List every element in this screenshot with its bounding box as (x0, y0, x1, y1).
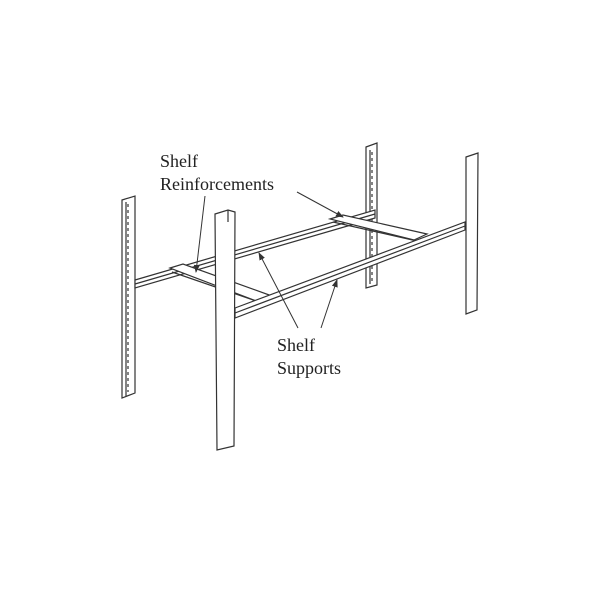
leader-lines (193, 191, 344, 329)
front-left-post (214, 209, 236, 451)
shelf-reinforcements-label-line2: Reinforcements (160, 174, 274, 194)
shelf-supports-label-line2: Supports (277, 358, 342, 378)
back-left-post (121, 195, 136, 399)
front-shelf-support (234, 221, 466, 319)
shelf-reinforcements-label-line1: Shelf (160, 151, 198, 171)
shelf-reinforcement-right (327, 214, 429, 242)
shelf-supports-label-line1: Shelf (277, 335, 315, 355)
front-right-post (465, 152, 479, 315)
